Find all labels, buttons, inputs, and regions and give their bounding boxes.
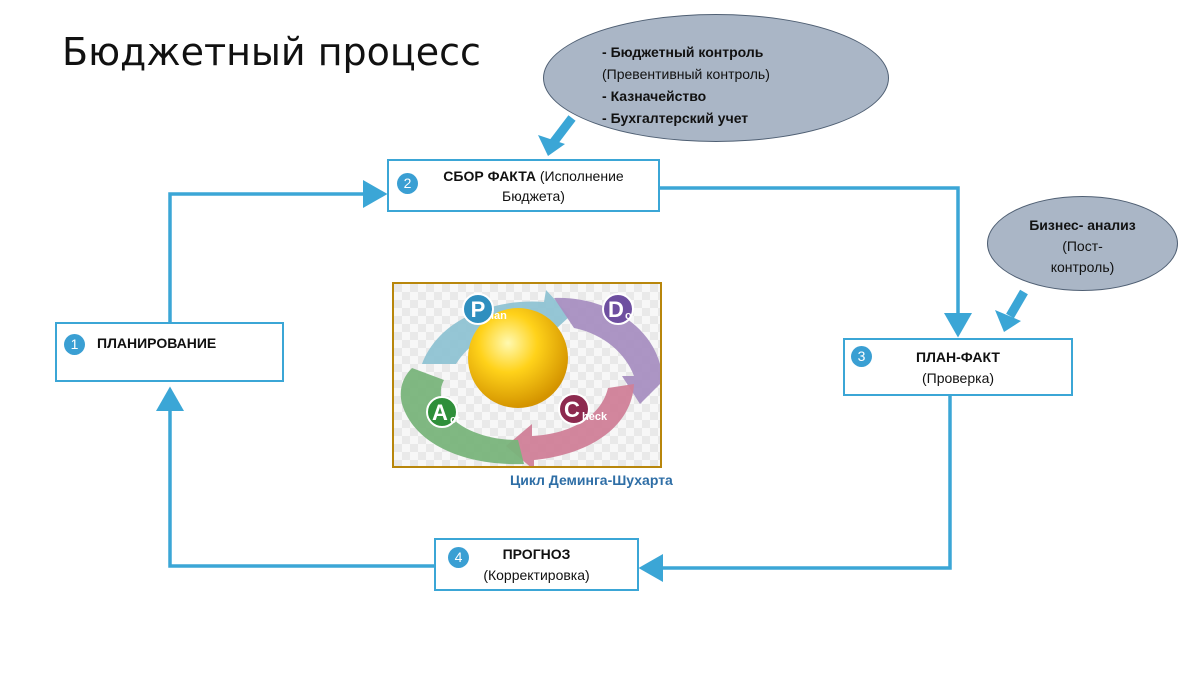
step-number-badge: 3 xyxy=(851,346,872,367)
step-planning-label: ПЛАНИРОВАНИЕ xyxy=(97,335,217,351)
svg-text:o: o xyxy=(625,310,632,322)
note-accounting: Бухгалтерский учет xyxy=(610,110,749,126)
step-planfact-subtitle: (Проверка) xyxy=(921,370,995,386)
step-fact-subtitle: (Исполнение Бюджета) xyxy=(502,168,624,204)
step-number-badge: 1 xyxy=(64,334,85,355)
pdca-cycle-image: P lan D o C heck A ct xyxy=(392,282,662,468)
svg-text:A: A xyxy=(432,400,448,425)
note-budget-control: Бюджетный контроль xyxy=(610,44,764,60)
do-segment xyxy=(554,297,660,404)
center-sphere xyxy=(468,308,568,408)
note-treasury: Казначейство xyxy=(610,88,707,104)
note-control: контроль) xyxy=(1050,259,1115,275)
note-preventive: (Превентивный контроль) xyxy=(602,66,770,82)
svg-text:C: C xyxy=(564,397,580,422)
step-forecast-box: 4 ПРОГНОЗ (Корректировка) xyxy=(434,538,639,591)
page-title: Бюджетный процесс xyxy=(62,30,481,74)
plan-badge: P lan xyxy=(462,293,507,325)
step-forecast-subtitle: (Корректировка) xyxy=(483,567,590,583)
do-badge: D o xyxy=(602,293,634,325)
arrow-planfact-to-forecast xyxy=(638,396,952,582)
svg-text:lan: lan xyxy=(491,310,507,322)
pdca-cycle-graphic: P lan D o C heck A ct xyxy=(394,284,660,466)
control-note-ellipse: - Бюджетный контроль (Превентивный контр… xyxy=(543,14,889,142)
step-number-badge: 2 xyxy=(397,173,418,194)
pdca-caption: Цикл Деминга-Шухарта xyxy=(510,472,673,488)
svg-text:D: D xyxy=(608,297,624,322)
step-planfact-label: ПЛАН-ФАКТ xyxy=(916,349,1000,365)
step-planning-box: 1 ПЛАНИРОВАНИЕ xyxy=(55,322,284,382)
step-planfact-box: 3 ПЛАН-ФАКТ (Проверка) xyxy=(843,338,1073,396)
note-business-analysis: Бизнес- анализ xyxy=(1029,217,1136,233)
callout-arrow-right xyxy=(995,289,1028,332)
step-forecast-label: ПРОГНОЗ xyxy=(502,546,571,562)
arrow-fact-to-planfact xyxy=(660,186,972,338)
arrow-forecast-to-plan xyxy=(156,386,434,568)
callout-arrow-top xyxy=(538,115,576,156)
act-badge: A ct xyxy=(426,396,460,428)
svg-text:P: P xyxy=(471,297,486,322)
step-number-badge: 4 xyxy=(448,547,469,568)
arrow-plan-to-fact xyxy=(168,180,388,322)
analysis-note-ellipse: Бизнес- анализ (Пост- контроль) xyxy=(987,196,1178,291)
check-badge: C heck xyxy=(558,393,608,425)
act-segment xyxy=(400,368,524,465)
step-fact-box: 2 СБОР ФАКТА (Исполнение Бюджета) xyxy=(387,159,660,212)
check-segment xyxy=(506,384,634,466)
note-post: (Пост- xyxy=(1062,238,1103,254)
step-fact-label: СБОР ФАКТА xyxy=(443,168,536,184)
svg-text:ct: ct xyxy=(450,414,460,426)
svg-text:heck: heck xyxy=(582,411,608,423)
